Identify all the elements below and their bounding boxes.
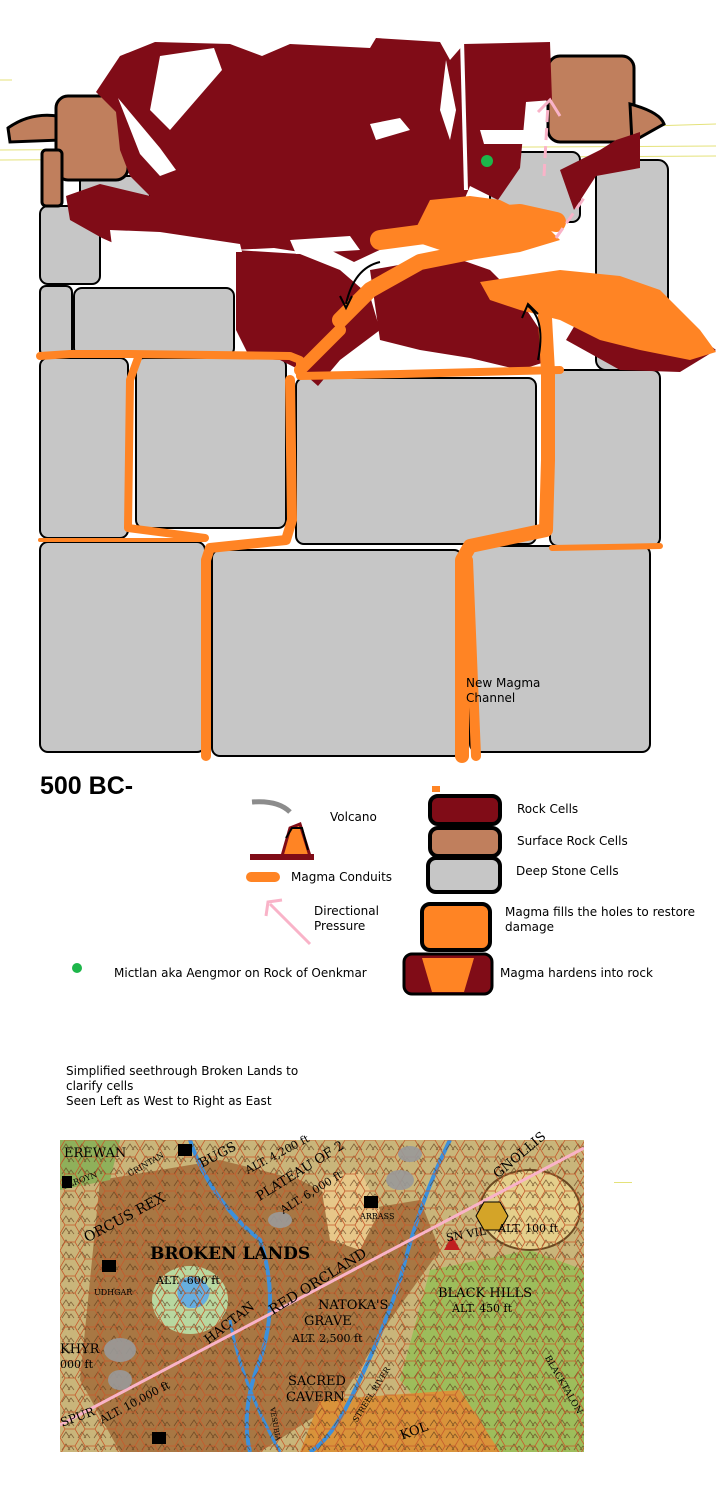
- pressure-arrows: [536, 97, 586, 239]
- seethrough-note: Simplified seethrough Broken Lands to cl…: [66, 1064, 299, 1108]
- magma-fill-swatch: [420, 902, 492, 952]
- mictlan-icon: [72, 963, 82, 973]
- cross-section-line: [60, 1146, 584, 1427]
- rock-cell-swatch: [428, 794, 502, 826]
- map-label-khyr: KHYR: [60, 1342, 100, 1357]
- map-label-arrass: ARRASS: [360, 1212, 395, 1221]
- legend-volcano-label: Volcano: [330, 810, 377, 824]
- rock-cracks: [110, 48, 540, 254]
- legend-magma-hardens-label: Magma hardens into rock: [500, 966, 653, 980]
- era-label: 500 BC-: [40, 772, 134, 800]
- magma-cell-diagram: [0, 38, 716, 763]
- map-label-cavern: CAVERN: [286, 1390, 345, 1405]
- magma-hardens-swatch: [402, 952, 494, 996]
- magma-pool: [480, 270, 716, 360]
- legend-surface-rock-cells-label: Surface Rock Cells: [517, 834, 628, 848]
- new-magma-channel-label: New Magma Channel: [466, 676, 541, 705]
- map-label-alt-450: ALT. 450 ft: [452, 1302, 513, 1315]
- rock-cell-marker-tick: [432, 786, 440, 792]
- directional-pressure-arrow-icon: [264, 898, 312, 946]
- gnollis-hex-marker: [475, 1201, 509, 1231]
- legend-rock-cells-label: Rock Cells: [517, 802, 579, 816]
- legend-magma-fills-label: Magma fills the holes to restore damage: [505, 905, 695, 934]
- flow-arrows: [339, 261, 542, 361]
- map-label-black-hills: BLACK HILLS: [438, 1286, 533, 1301]
- mictlan-marker: [481, 155, 493, 167]
- magma-pool-center: [410, 196, 560, 260]
- map-label-udhgar: UDHGAR: [94, 1288, 133, 1297]
- map-label-alt-minus600: ALT. -600 ft: [156, 1274, 220, 1287]
- map-label-alt-left: 000 ft: [60, 1358, 93, 1371]
- legend-directional-pressure-label: Directional Pressure: [314, 904, 379, 933]
- volcano-vent: [460, 39, 468, 191]
- map-label-grave: GRAVE: [304, 1314, 352, 1329]
- settlement-icons: [62, 1144, 378, 1444]
- deep-stone-cell-swatch: [426, 856, 502, 894]
- magma-conduit-swatch: [246, 872, 280, 882]
- volcano-marker: [444, 1236, 460, 1250]
- map-label-broken-lands: BROKEN LANDS: [150, 1244, 311, 1264]
- stray-mark: [614, 1182, 632, 1183]
- surface-rock-cell-swatch: [428, 826, 502, 858]
- map-label-erewan: EREWAN: [64, 1146, 127, 1161]
- volcano-icon: [250, 799, 314, 860]
- legend-deep-stone-cells-label: Deep Stone Cells: [516, 864, 619, 878]
- rock-outcrops: [104, 1146, 422, 1390]
- map-label-alt-2500: ALT. 2,500 ft: [292, 1332, 363, 1345]
- map-label-alt-100: ALT. 100 ft: [498, 1222, 559, 1235]
- map-label-natokas: NATOKA'S: [318, 1298, 389, 1313]
- map-label-sacred: SACRED: [288, 1374, 346, 1389]
- legend-mictlan-label: Mictlan aka Aengmor on Rock of Oenkmar: [114, 966, 367, 980]
- broken-lands-map: [60, 1140, 584, 1452]
- legend-magma-conduits-label: Magma Conduits: [291, 870, 393, 884]
